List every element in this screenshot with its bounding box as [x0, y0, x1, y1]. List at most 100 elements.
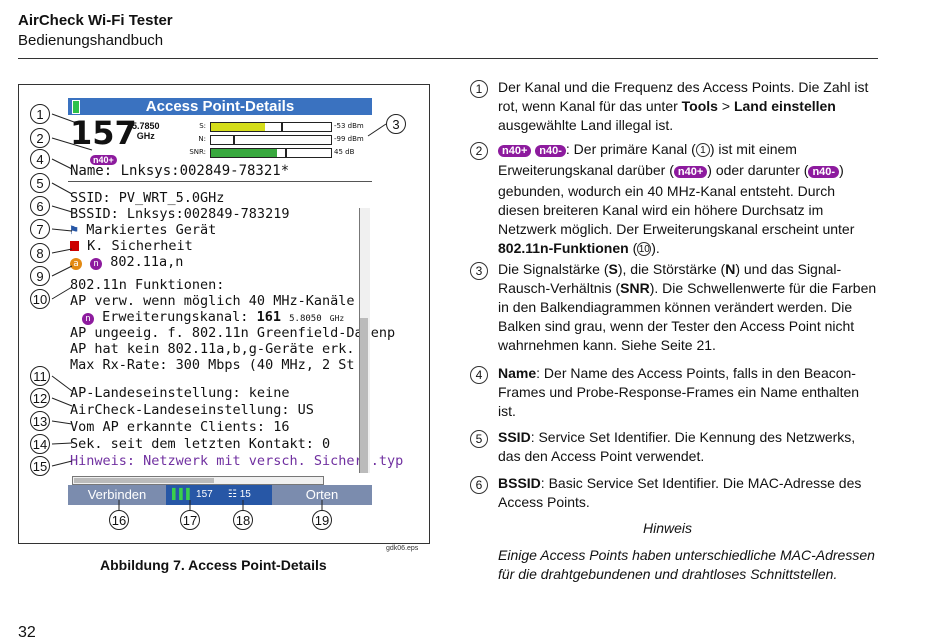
marked-label: Markiertes Gerät — [78, 222, 217, 238]
item-2-text: n40+ n40-: Der primäre Kanal (1) ist mit… — [498, 141, 855, 256]
freq-value: 5.7850 — [132, 121, 160, 131]
item-3-num: 3 — [470, 262, 488, 280]
channel-frequency: 5.7850 GHz — [132, 121, 160, 141]
security-line: K. Sicherheit — [70, 239, 193, 254]
softkey-middle: ▌▌▌ 157 ☷ 15 — [166, 485, 272, 505]
callout-14: 14 — [30, 434, 50, 454]
horizontal-scroll-thumb[interactable] — [74, 478, 214, 483]
signal-label: S: — [199, 122, 206, 130]
lock-open-icon — [70, 241, 79, 251]
doc-title: AirCheck Wi-Fi Tester — [18, 12, 173, 29]
ext-channel-num: 161 — [256, 309, 281, 325]
eps-label: gdk06.eps — [386, 545, 419, 552]
callout-5: 5 — [30, 173, 50, 193]
last-contact-line: Sek. seit dem letzten Kontakt: 0 — [70, 436, 331, 452]
callout-19: 19 — [312, 510, 332, 530]
n40plus-pill-inline: n40+ — [673, 166, 708, 178]
callout-10: 10 — [30, 289, 50, 309]
screen-title: Access Point-Details — [68, 98, 372, 115]
doc-subtitle: Bedienungshandbuch — [18, 32, 164, 49]
callout-8: 8 — [30, 243, 50, 263]
ext-channel-freq: 5.8050 — [289, 314, 322, 324]
funcs-heading: 802.11n Funktionen: — [70, 277, 225, 293]
signal-bar-fill — [211, 149, 277, 157]
mode-label: 802.11a,n — [110, 254, 184, 270]
battery-icon — [72, 100, 80, 114]
country-aircheck: AirCheck-Landeseinstellung: US — [70, 402, 314, 418]
callout-16: 16 — [109, 510, 129, 530]
freq-unit: GHz — [136, 131, 155, 141]
connect-button[interactable]: Verbinden — [87, 487, 147, 502]
callout-3: 3 — [386, 114, 406, 134]
locate-button[interactable]: Orten — [305, 487, 339, 502]
softkey-bar: Verbinden ▌▌▌ 157 ☷ 15 Orten — [68, 485, 372, 505]
flag-icon: ⚑ — [70, 222, 79, 238]
clients-icon: ☷ — [228, 489, 237, 500]
signal-bar — [210, 122, 332, 132]
ssid-line: SSID: PV_WRT_5.0GHz — [70, 190, 225, 206]
signal-bar — [210, 148, 332, 158]
channel-softkey[interactable]: ▌▌▌ 157 — [172, 488, 216, 502]
signal-threshold-mark — [233, 135, 235, 145]
hint-line: Hinweis: Netzwerk mit versch. Sicherh.ty… — [70, 453, 404, 469]
clients-softkey-num: 15 — [239, 489, 251, 500]
ref-1: 1 — [695, 143, 710, 157]
n-mode-icon: n — [90, 258, 103, 270]
callout-4: 4 — [30, 149, 50, 169]
n40-badge-label: n40+ — [90, 155, 117, 165]
country-ap: AP-Landeseinstellung: keine — [70, 385, 290, 401]
callout-18: 18 — [233, 510, 253, 530]
n40minus-pill: n40- — [535, 145, 566, 157]
callout-9: 9 — [30, 266, 50, 286]
device-screen: Access Point-Details 157 5.7850 GHz n40+… — [68, 98, 403, 505]
channel-number: 157 — [70, 114, 137, 152]
item-4-text: Name: Der Name des Access Points, falls … — [498, 365, 860, 419]
clients-line: Vom AP erkannte Clients: 16 — [70, 419, 290, 435]
signal-label: SNR: — [189, 148, 206, 156]
item-1-text: Der Kanal und die Frequenz des Access Po… — [498, 79, 869, 133]
func-5: Max Rx-Rate: 300 Mbps (40 MHz, 2 St — [70, 357, 355, 373]
marked-line: ⚑ Markiertes Gerät — [70, 223, 216, 238]
signal-label: N: — [198, 135, 206, 143]
callout-13: 13 — [30, 411, 50, 431]
separator — [68, 181, 372, 182]
callout-15: 15 — [30, 456, 50, 476]
figure-frame — [18, 84, 430, 544]
ext-channel-unit: GHz — [329, 314, 345, 323]
figure-caption: Abbildung 7. Access Point-Details — [100, 557, 327, 573]
item-5-num: 5 — [470, 430, 488, 448]
callout-7: 7 — [30, 219, 50, 239]
bssid-line: BSSID: Lnksys:002849-783219 — [70, 206, 290, 222]
vertical-scroll-thumb[interactable] — [360, 318, 368, 473]
n-ext-icon: n — [82, 313, 94, 325]
signal-bar-fill — [211, 123, 265, 131]
callout-1: 1 — [30, 104, 50, 124]
n40minus-pill-inline: n40- — [808, 166, 840, 178]
signal-threshold-mark — [285, 148, 287, 158]
channel-softkey-num: 157 — [196, 489, 213, 500]
item-3-text: Die Signalstärke (S), die Störstärke (N)… — [498, 261, 877, 353]
clients-softkey[interactable]: ☷ 15 — [228, 488, 268, 502]
signal-value: 45 dB — [334, 148, 355, 156]
signal-bars-icon: ▌▌▌ — [172, 489, 194, 500]
callout-2: 2 — [30, 128, 50, 148]
mode-line: a n 802.11a,n — [70, 255, 183, 270]
callout-12: 12 — [30, 388, 50, 408]
ap-name: Name: Lnksys:002849-78321* — [70, 163, 290, 179]
note-title: Hinweis — [643, 520, 693, 536]
func-2: n Erweiterungskanal: 161 5.8050 GHz — [70, 310, 344, 327]
item-4-num: 4 — [470, 366, 488, 384]
item-6-num: 6 — [470, 476, 488, 494]
security-label: K. Sicherheit — [87, 238, 193, 254]
header-rule — [18, 58, 878, 59]
func-3: AP ungeeig. f. 802.11n Greenfield-Datenp — [70, 325, 396, 341]
ext-channel-label: Erweiterungskanal: — [102, 309, 249, 325]
n40plus-pill: n40+ — [498, 145, 532, 157]
callout-17: 17 — [180, 510, 200, 530]
callout-11: 11 — [30, 366, 50, 386]
item-6-text: BSSID: Basic Service Set Identifier. Die… — [498, 475, 862, 510]
signal-bar — [210, 135, 332, 145]
func-4: AP hat kein 802.11a,b,g-Geräte erk. — [70, 341, 355, 357]
signal-value: -53 dBm — [334, 122, 364, 130]
item-2-num: 2 — [470, 142, 488, 160]
